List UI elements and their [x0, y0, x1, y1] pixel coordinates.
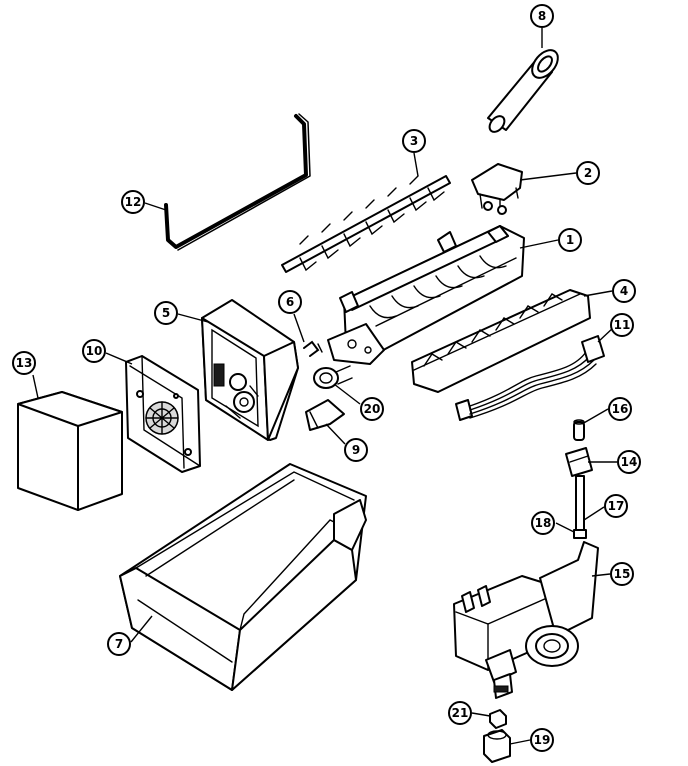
part-8-fill-tube — [487, 49, 559, 133]
part-10-module-cover — [125, 355, 201, 473]
callout-18: 18 — [531, 511, 555, 535]
callout-label-15: 15 — [614, 567, 631, 581]
callout-label-10: 10 — [86, 344, 103, 358]
callout-19: 19 — [530, 728, 554, 752]
part-4-heater-bracket — [411, 289, 591, 393]
part-2-mold-cover — [471, 163, 523, 215]
part-11-wire-harness — [455, 335, 605, 421]
callout-label-16: 16 — [612, 402, 629, 416]
callout-label-6: 6 — [286, 295, 294, 309]
callout-10: 10 — [82, 339, 106, 363]
callout-14: 14 — [617, 450, 641, 474]
callout-label-14: 14 — [621, 455, 638, 469]
part-12-shutoff-arm — [164, 113, 311, 251]
callout-label-12: 12 — [125, 195, 142, 209]
callout-label-20: 20 — [364, 402, 381, 416]
callout-label-18: 18 — [535, 516, 552, 530]
callout-16: 16 — [608, 397, 632, 421]
callout-21: 21 — [448, 701, 472, 725]
callout-5: 5 — [154, 301, 178, 325]
callout-label-9: 9 — [352, 443, 360, 457]
part-5-module-housing — [201, 299, 299, 441]
callout-6: 6 — [278, 290, 302, 314]
part-15-water-valve — [453, 541, 599, 699]
part-1-ice-mold — [327, 225, 525, 365]
part-17-tube — [575, 475, 585, 533]
callout-1: 1 — [558, 228, 582, 252]
callout-label-7: 7 — [115, 637, 123, 651]
part-9-bracket — [305, 399, 345, 431]
callout-label-8: 8 — [538, 9, 546, 23]
callout-label-3: 3 — [410, 134, 418, 148]
callout-8: 8 — [530, 4, 554, 28]
callout-label-19: 19 — [534, 733, 551, 747]
part-16-fitting — [573, 419, 585, 441]
part-13-front-cover — [17, 391, 123, 511]
callout-label-2: 2 — [584, 166, 592, 180]
callout-label-11: 11 — [614, 318, 631, 332]
callout-label-5: 5 — [162, 306, 170, 320]
callout-13: 13 — [12, 351, 36, 375]
part-3-ejector — [281, 175, 451, 273]
callout-3: 3 — [402, 129, 426, 153]
callout-17: 17 — [604, 494, 628, 518]
callout-label-17: 17 — [608, 499, 625, 513]
callout-2: 2 — [576, 161, 600, 185]
callout-9: 9 — [344, 438, 368, 462]
part-14-clamp — [565, 447, 593, 477]
part-19-compression-nut — [483, 729, 511, 763]
leader-lines — [32, 28, 617, 745]
part-21-small-nut — [489, 709, 507, 729]
part-20-thermostat — [313, 365, 353, 389]
part-6-clip — [303, 340, 323, 357]
callout-15: 15 — [610, 562, 634, 586]
callout-7: 7 — [107, 632, 131, 656]
callout-4: 4 — [612, 279, 636, 303]
callout-label-21: 21 — [452, 706, 469, 720]
callout-20: 20 — [360, 397, 384, 421]
part-18-nut — [573, 529, 587, 539]
callout-label-4: 4 — [620, 284, 628, 298]
callout-label-13: 13 — [16, 356, 33, 370]
callout-11: 11 — [610, 313, 634, 337]
part-7-ice-bucket — [119, 463, 367, 691]
callout-label-1: 1 — [566, 233, 574, 247]
callout-12: 12 — [121, 190, 145, 214]
